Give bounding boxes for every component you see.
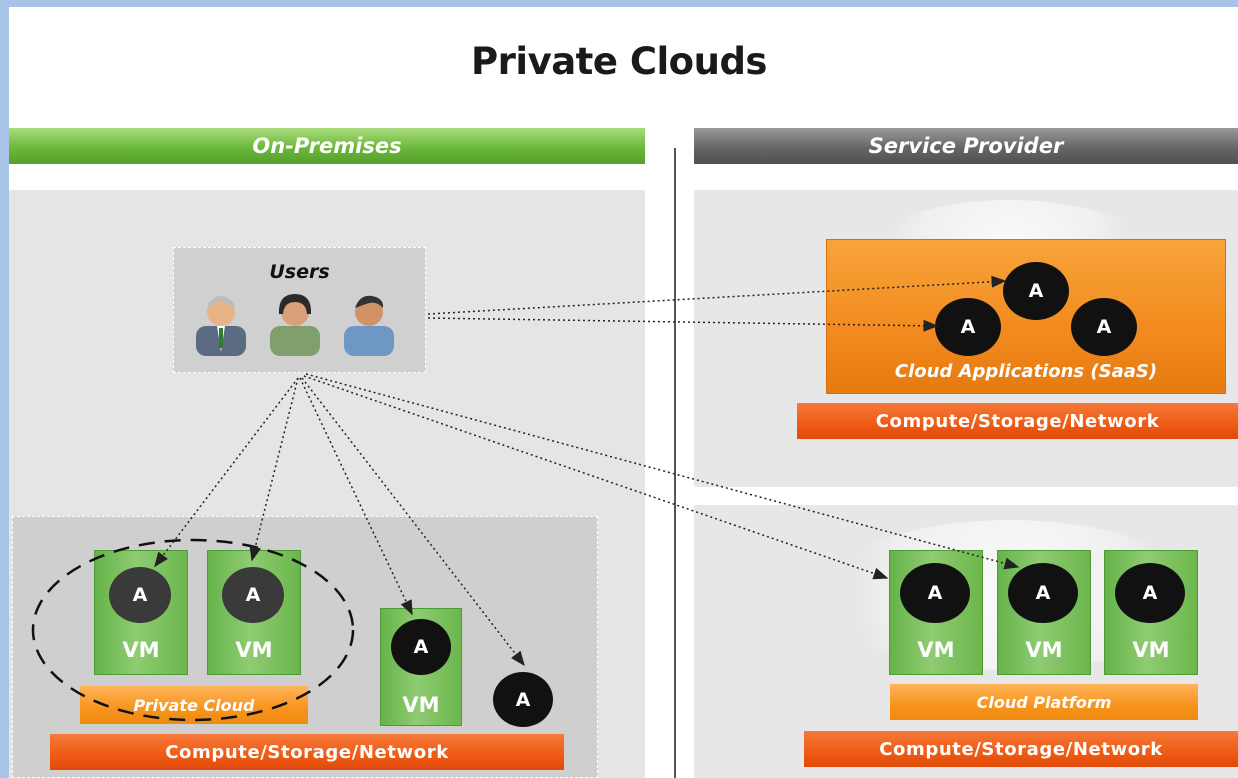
on-premises-infra-bar: Compute/Storage/Network <box>50 734 564 770</box>
vm-platform-3[interactable]: A VM <box>1104 550 1198 675</box>
vm-standalone[interactable]: A VM <box>380 608 462 726</box>
app-node: A <box>222 567 284 623</box>
vm-platform-2[interactable]: A VM <box>997 550 1091 675</box>
app-node: A <box>1115 563 1185 623</box>
app-node: A <box>900 563 970 623</box>
app-node: A <box>109 567 171 623</box>
vm-label: VM <box>235 638 273 662</box>
on-premises-header: On-Premises <box>9 128 645 164</box>
saas-infra-bar: Compute/Storage/Network <box>797 403 1238 439</box>
platform-infra-bar: Compute/Storage/Network <box>804 731 1238 767</box>
left-frame-border <box>0 0 9 778</box>
private-cloud-tag: Private Cloud <box>80 686 308 724</box>
app-node: A <box>1008 563 1078 623</box>
app-node: A <box>935 298 1001 356</box>
saas-label: Cloud Applications (SaaS) <box>894 361 1158 382</box>
vm-label: VM <box>1132 638 1170 662</box>
businessman-user-icon <box>196 296 246 356</box>
man-user-icon <box>344 295 394 356</box>
vm-label: VM <box>917 638 955 662</box>
vm-private-2[interactable]: A VM <box>207 550 301 675</box>
users-box: Users <box>173 247 426 373</box>
users-icons <box>196 294 394 356</box>
app-node-bare[interactable]: A <box>493 672 553 727</box>
service-provider-header: Service Provider <box>694 128 1238 164</box>
page-title: Private Clouds <box>471 40 767 83</box>
top-frame-border <box>0 0 1238 7</box>
vm-platform-1[interactable]: A VM <box>889 550 983 675</box>
app-node: A <box>391 619 451 675</box>
woman-user-icon <box>270 294 320 356</box>
users-label: Users <box>269 261 330 283</box>
vm-label: VM <box>122 638 160 662</box>
cloud-platform-tag: Cloud Platform <box>890 684 1198 720</box>
vm-label: VM <box>1025 638 1063 662</box>
saas-box: A A A Cloud Applications (SaaS) <box>826 239 1226 394</box>
app-node: A <box>1071 298 1137 356</box>
app-node: A <box>1003 262 1069 320</box>
vm-private-1[interactable]: A VM <box>94 550 188 675</box>
section-divider <box>674 148 676 778</box>
vm-label: VM <box>402 693 440 717</box>
